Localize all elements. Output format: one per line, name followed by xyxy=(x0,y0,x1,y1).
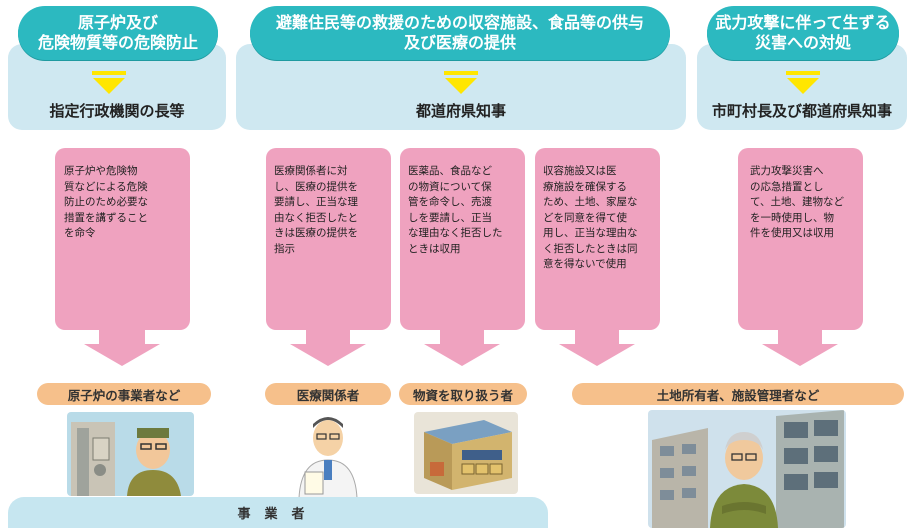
measure-arrow: 原子炉や危険物 質などによる危険 防止のため必要な 措置を講ずること を命令 xyxy=(55,148,190,380)
authority-label: 指定行政機関の長等 xyxy=(49,102,185,120)
footer-businesses-bar: 事業者 xyxy=(8,497,548,528)
target-tag: 物資を取り扱う者 xyxy=(399,383,527,405)
illustration-landowner xyxy=(648,410,846,528)
section-title-nuclear: 原子炉及び危険物質等の危険防止 xyxy=(18,6,218,60)
measure-text: 医療関係者に対 し、医療の提供を 要請し、正当な理 由なく拒否したと きは医療の… xyxy=(274,165,358,255)
section-title-line: 原子炉及び xyxy=(77,13,158,32)
measure-arrow: 武力攻撃災害へ の応急措置とし て、土地、建物など を一時使用し、物 件を使用又… xyxy=(738,148,863,380)
target-tag: 土地所有者、施設管理者など xyxy=(572,383,904,405)
section-title-line: 災害への対処 xyxy=(754,33,851,52)
yellow-bar xyxy=(444,71,478,75)
measure-arrow: 医療関係者に対 し、医療の提供を 要請し、正当な理 由なく拒否したと きは医療の… xyxy=(266,148,391,380)
measure-arrow: 医薬品、食品など の物資について保 管を命令し、売渡 しを要請し、正当 な理由な… xyxy=(400,148,525,380)
yellow-bar xyxy=(786,71,820,75)
measure-text: 原子炉や危険物 質などによる危険 防止のため必要な 措置を講ずること を命令 xyxy=(64,165,148,239)
measure-arrow: 収容施設又は医 療施設を確保する ため、土地、家屋な どを同意を得て使 用し、正… xyxy=(535,148,660,380)
yellow-down-arrow xyxy=(787,78,819,94)
illustration-warehouse xyxy=(414,412,518,494)
section-title-line: 危険物質等の危険防止 xyxy=(37,33,198,52)
yellow-down-arrow xyxy=(445,78,477,94)
section-title-line: 避難住民等の救援のための収容施設、食品等の供与 xyxy=(275,13,644,32)
illustration-nuclear-worker xyxy=(67,412,194,496)
measure-text: 医薬品、食品など の物資について保 管を命令し、売渡 しを要請し、正当 な理由な… xyxy=(408,165,503,255)
authority-label: 市町村長及び都道府県知事 xyxy=(711,102,892,120)
footer-label: 事業者 xyxy=(237,507,319,522)
target-tag: 医療関係者 xyxy=(265,383,391,405)
authority-label: 都道府県知事 xyxy=(415,102,506,120)
yellow-bar xyxy=(92,71,126,75)
illustration-doctor xyxy=(291,410,365,498)
measure-text: 収容施設又は医 療施設を確保する ため、土地、家屋な どを同意を得て使 用し、正… xyxy=(543,165,638,270)
target-tag: 原子炉の事業者など xyxy=(37,383,211,405)
section-title-line: 及び医療の提供 xyxy=(403,33,516,52)
section-title-line: 武力攻撃に伴って生ずる xyxy=(715,13,891,32)
measure-text: 武力攻撃災害へ の応急措置とし て、土地、建物など を一時使用し、物 件を使用又… xyxy=(750,165,844,239)
section-title-disaster: 武力攻撃に伴って生ずる災害への対処 xyxy=(707,6,899,60)
section-title-relief: 避難住民等の救援のための収容施設、食品等の供与及び医療の提供 xyxy=(250,6,670,60)
yellow-down-arrow xyxy=(93,78,125,94)
